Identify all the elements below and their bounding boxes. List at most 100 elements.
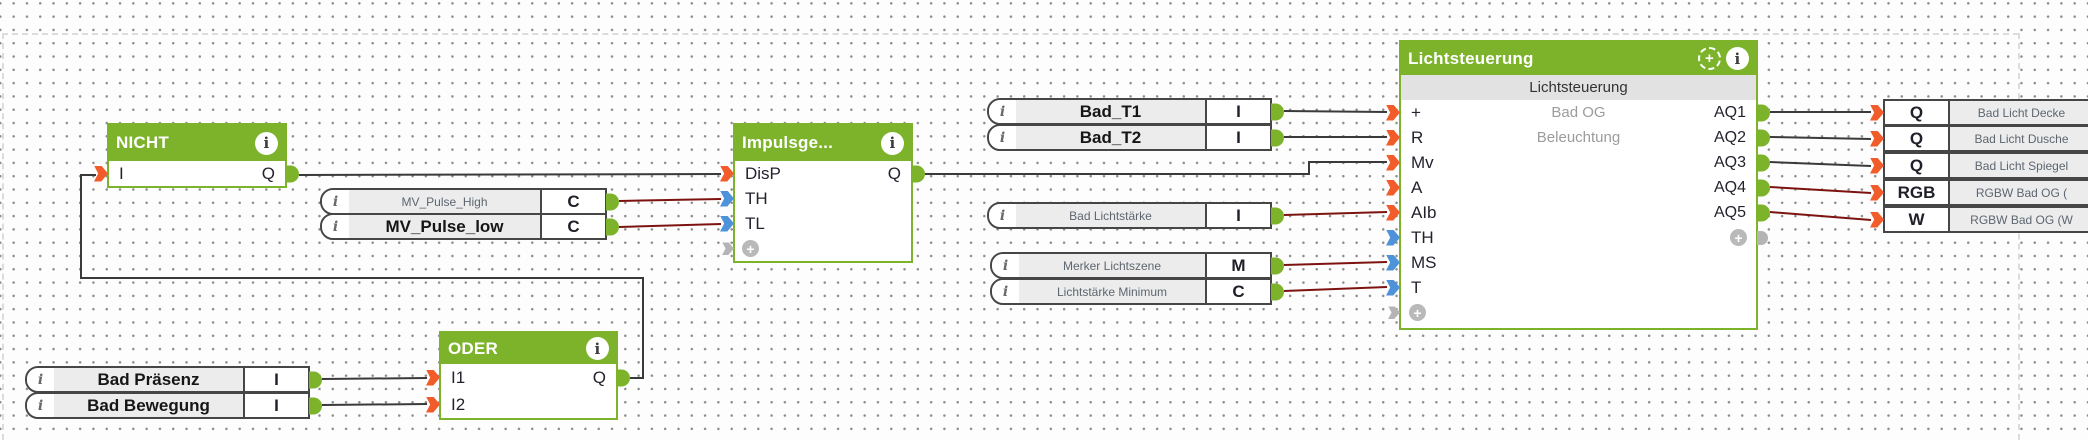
output-connector-aq1[interactable] <box>1757 104 1770 121</box>
input-connector-tl[interactable] <box>720 215 734 232</box>
input-ref-bad-praesenz[interactable]: i Bad Präsenz I <box>25 366 322 393</box>
input-connector-plus[interactable] <box>1386 104 1400 121</box>
output-connector[interactable] <box>1271 129 1284 146</box>
add-output-connector[interactable] <box>1757 230 1768 245</box>
output-connector-aq2[interactable] <box>1757 129 1770 146</box>
input-connector-i1[interactable] <box>426 369 440 386</box>
move-icon[interactable]: + <box>1698 47 1721 70</box>
info-icon[interactable]: i <box>255 131 278 155</box>
block-nicht[interactable]: NICHT i I Q <box>94 123 299 188</box>
input-ref-lichtstaerke-minimum[interactable]: i Lichtstärke Minimum C <box>990 278 1284 305</box>
output-connector[interactable] <box>1271 207 1284 224</box>
info-icon[interactable]: i <box>989 126 1016 149</box>
input-connector-aib[interactable] <box>1386 204 1400 221</box>
output-connector[interactable] <box>606 193 619 210</box>
input-connector-th[interactable] <box>1386 229 1400 246</box>
block-oder[interactable]: ODER i I1 Q I2 <box>426 331 630 420</box>
input-connector[interactable] <box>1870 130 1884 147</box>
wire-oder-q-to-nicht-i[interactable] <box>80 174 644 379</box>
wire-nicht-q-to-disp[interactable] <box>298 173 722 176</box>
add-input-connector[interactable] <box>722 242 734 255</box>
output-ref-bad-licht-dusche[interactable]: Q Bad Licht Dusche <box>1870 125 2088 152</box>
ref-label: Bad Präsenz <box>97 369 200 389</box>
add-input-icon[interactable]: + <box>742 240 759 257</box>
port-label-i: I <box>119 163 124 183</box>
info-icon[interactable]: i <box>27 368 54 391</box>
info-icon[interactable]: i <box>586 337 609 360</box>
output-connector-aq4[interactable] <box>1757 179 1770 196</box>
port-label-aib: AIb <box>1411 202 1437 222</box>
info-icon[interactable]: i <box>989 100 1016 123</box>
output-connector[interactable] <box>309 397 322 414</box>
output-ref-rgbw-rgb[interactable]: RGB RGBW Bad OG ( <box>1870 179 2088 206</box>
port-label-aq4: AQ4 <box>1713 178 1746 196</box>
wire-aq3-to-spiegel[interactable] <box>1769 161 1872 167</box>
output-connector-q[interactable] <box>286 165 299 182</box>
wire-bad-t1-to-plus[interactable] <box>1283 110 1388 113</box>
input-connector-i2[interactable] <box>426 396 440 413</box>
input-ref-bad-bewegung[interactable]: i Bad Bewegung I <box>25 392 322 419</box>
wire-merker-to-ms[interactable] <box>1283 261 1388 266</box>
output-connector-q[interactable] <box>912 165 925 182</box>
input-connector-a[interactable] <box>1386 179 1400 196</box>
ref-type: Q <box>1885 127 1950 150</box>
block-lichtsteuerung[interactable]: Lichtsteuerung + i Lichtsteuerung + Bad … <box>1386 40 1770 330</box>
input-connector-i[interactable] <box>94 165 108 182</box>
output-connector[interactable] <box>1271 103 1284 120</box>
input-connector[interactable] <box>1870 157 1884 174</box>
input-connector-ms[interactable] <box>1386 254 1400 271</box>
input-ref-bad-lichtstaerke[interactable]: i Bad Lichtstärke I <box>987 202 1284 229</box>
wire-minimum-to-t[interactable] <box>1283 286 1388 292</box>
input-connector[interactable] <box>1870 184 1884 201</box>
wire-impuls-q-to-mv[interactable] <box>925 161 1387 175</box>
wire-aq5-to-w[interactable] <box>1769 211 1872 221</box>
input-ref-bad-t1[interactable]: i Bad_T1 I <box>987 98 1284 125</box>
add-input-connector[interactable] <box>1388 306 1400 319</box>
output-ref-bad-licht-spiegel[interactable]: Q Bad Licht Spiegel <box>1870 152 2088 179</box>
input-connector-t[interactable] <box>1386 279 1400 296</box>
port-label-mv: Mv <box>1411 152 1434 172</box>
output-ref-rgbw-w[interactable]: W RGBW Bad OG (W <box>1870 206 2088 233</box>
input-connector-mv[interactable] <box>1386 154 1400 171</box>
output-connector[interactable] <box>606 218 619 235</box>
wire-bewegung-to-i2[interactable] <box>321 403 428 406</box>
info-icon[interactable]: i <box>27 394 54 417</box>
info-icon[interactable]: i <box>992 254 1019 277</box>
info-icon[interactable]: i <box>989 204 1016 227</box>
input-connector-th[interactable] <box>720 190 734 207</box>
add-input-icon[interactable]: + <box>1409 304 1426 321</box>
input-connector-disp[interactable] <box>720 165 734 182</box>
input-ref-mv-pulse-low[interactable]: i MV_Pulse_low C <box>320 213 619 240</box>
output-ref-bad-licht-decke[interactable]: Q Bad Licht Decke <box>1870 99 2088 126</box>
wire-mvlow-to-tl[interactable] <box>618 223 722 228</box>
wire-mvhigh-to-th[interactable] <box>618 198 722 202</box>
wire-aq2-to-dusche[interactable] <box>1769 136 1872 140</box>
port-label-a: A <box>1411 177 1423 197</box>
input-connector-r[interactable] <box>1386 129 1400 146</box>
output-connector-aq3[interactable] <box>1757 154 1770 171</box>
info-icon[interactable]: i <box>1726 47 1749 70</box>
wire-lichtstaerke-to-aib[interactable] <box>1283 211 1388 216</box>
output-connector[interactable] <box>1271 283 1284 300</box>
output-connector-q[interactable] <box>617 369 630 386</box>
output-connector-aq5[interactable] <box>1757 204 1770 221</box>
input-ref-mv-pulse-high[interactable]: i MV_Pulse_High C <box>320 188 619 215</box>
info-icon[interactable]: i <box>322 190 349 213</box>
add-output-icon[interactable]: + <box>1730 229 1747 246</box>
input-ref-bad-t2[interactable]: i Bad_T2 I <box>987 124 1284 151</box>
output-connector[interactable] <box>309 371 322 388</box>
output-connector[interactable] <box>1271 257 1284 274</box>
info-icon[interactable]: i <box>322 215 349 238</box>
block-impulsgeber[interactable]: Impulsge... i DisP Q TH TL + <box>720 123 925 263</box>
input-ref-merker-lichtszene[interactable]: i Merker Lichtszene M <box>990 252 1284 279</box>
ref-label: Bad_T1 <box>1079 101 1142 121</box>
ref-label: Bad Lichtstärke <box>1069 208 1152 223</box>
info-icon[interactable]: i <box>881 131 904 155</box>
input-connector[interactable] <box>1870 104 1884 121</box>
wire-aq4-to-rgb[interactable] <box>1769 186 1872 194</box>
input-connector[interactable] <box>1870 211 1884 228</box>
wire-praesenz-to-i1[interactable] <box>321 377 428 380</box>
info-icon[interactable]: i <box>992 280 1019 303</box>
